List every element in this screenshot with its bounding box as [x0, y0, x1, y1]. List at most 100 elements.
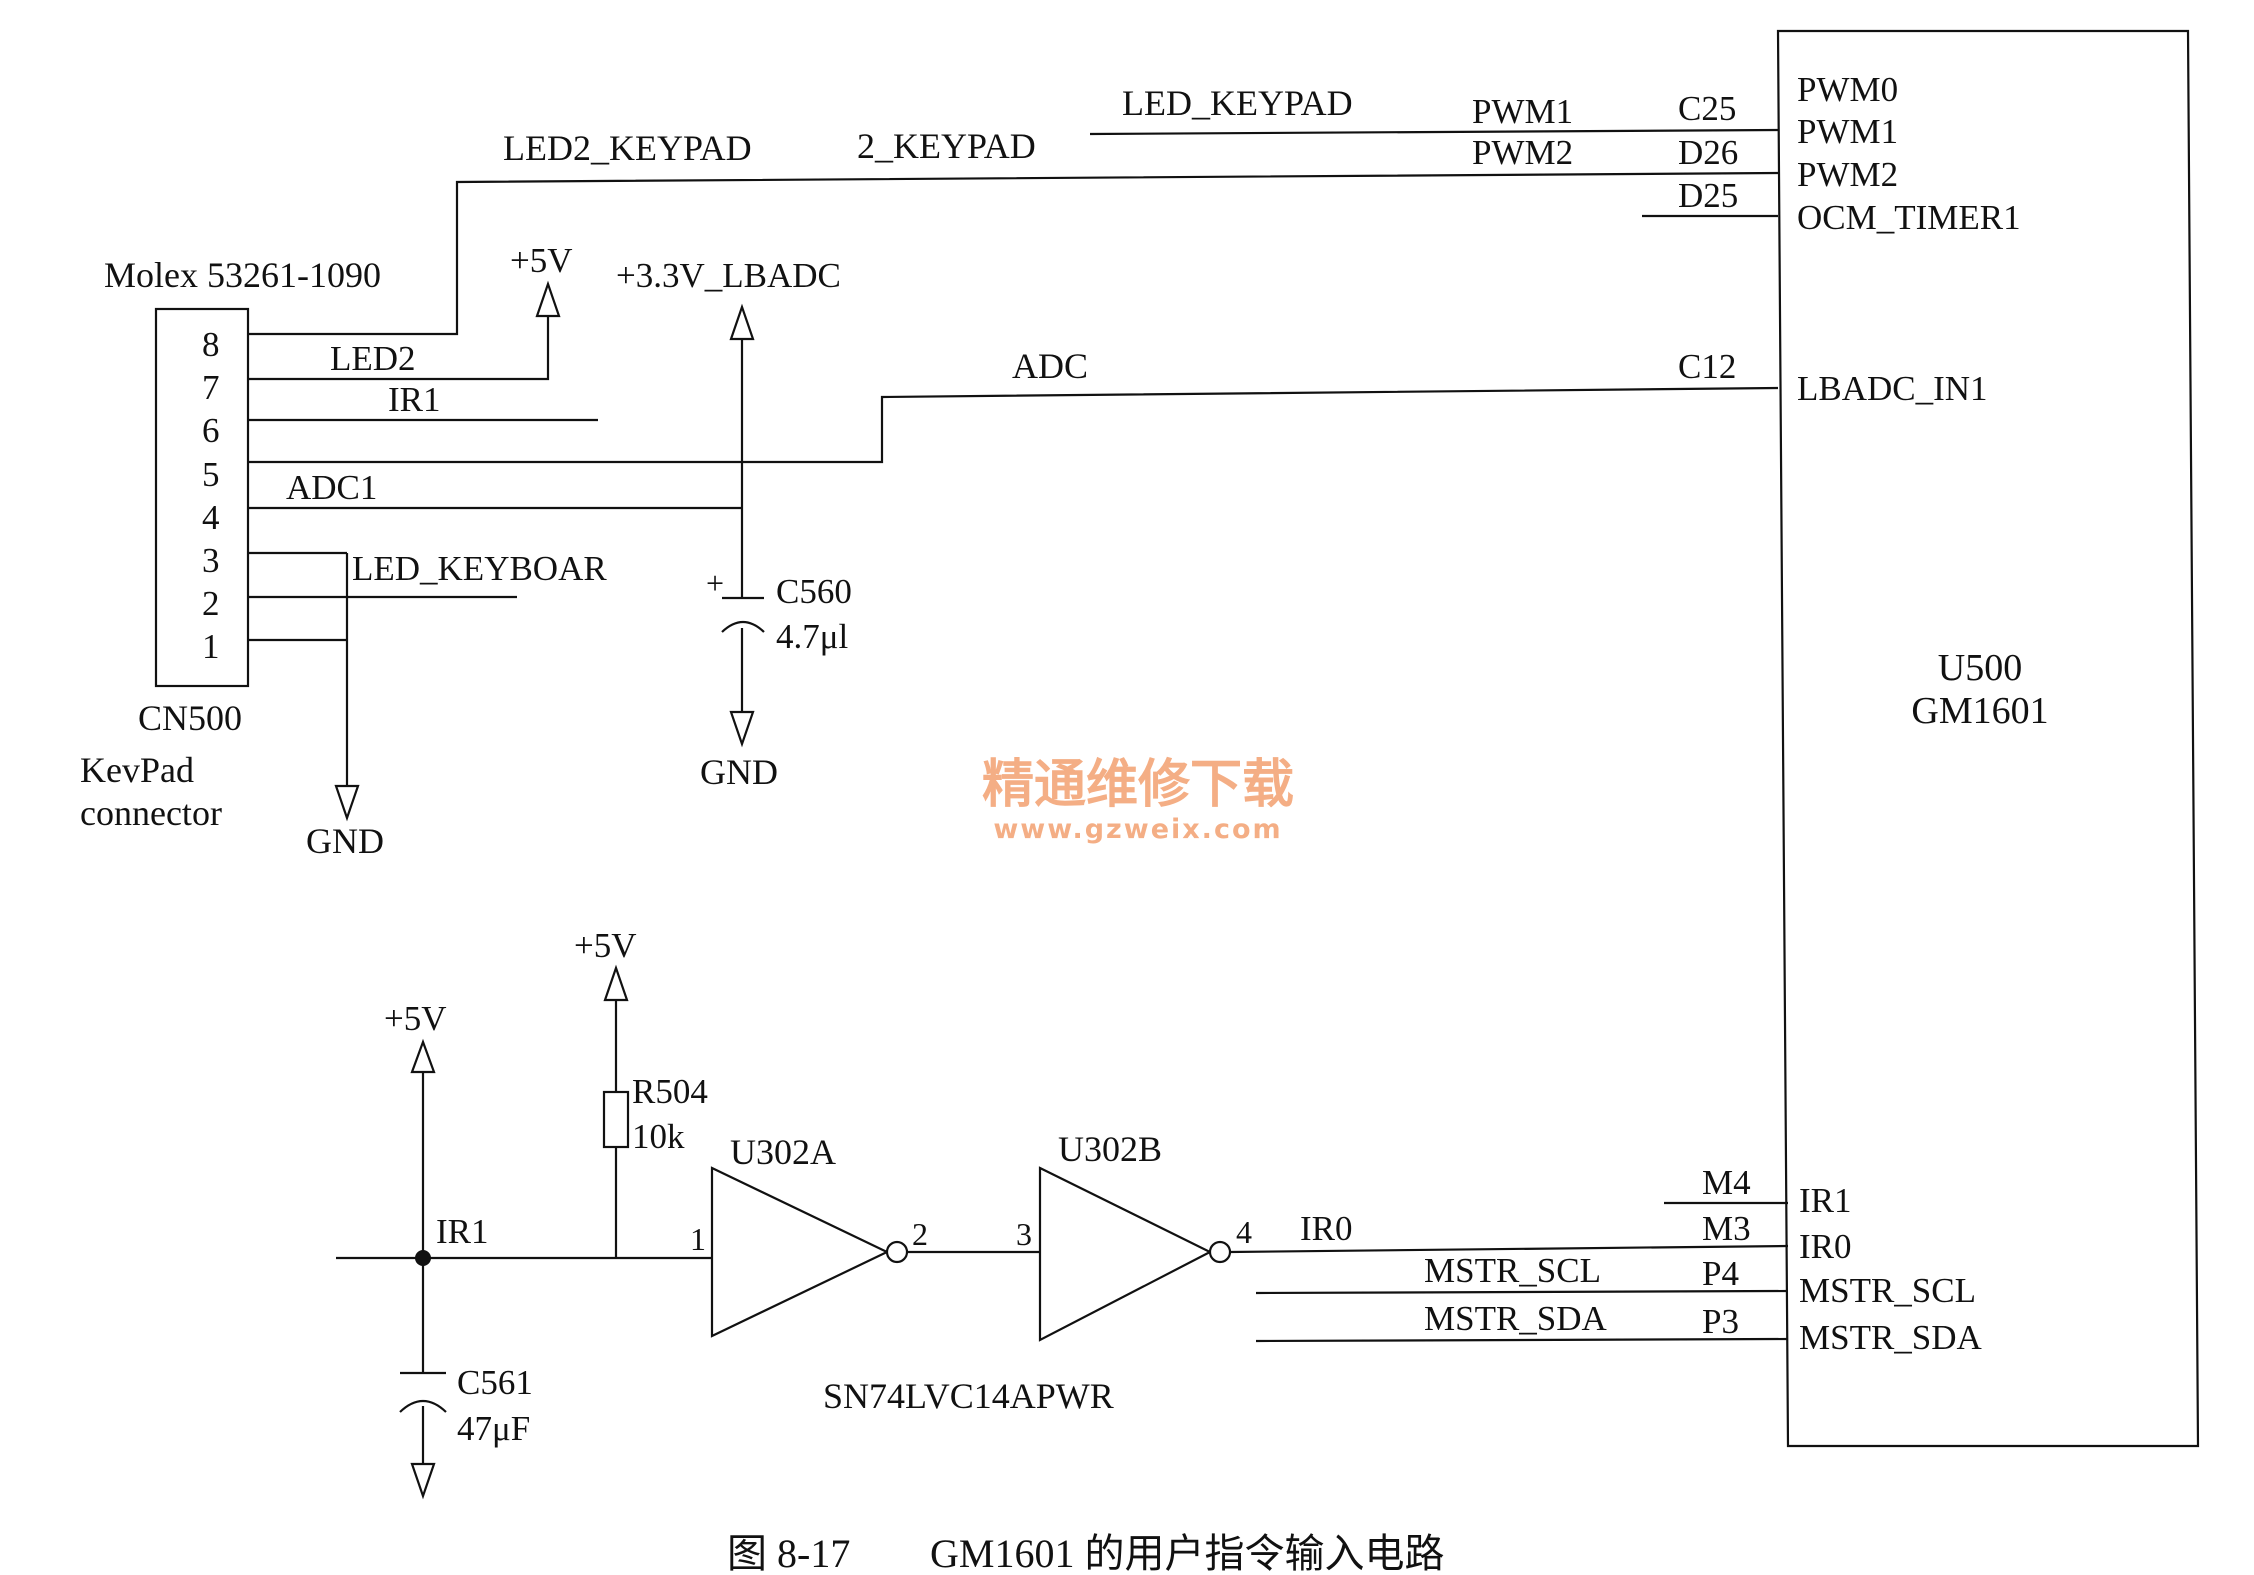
- u302a-pin-2: 2: [912, 1216, 928, 1252]
- net-ir0: IR0: [1300, 1209, 1353, 1248]
- caption-number: 图 8-17: [727, 1531, 850, 1575]
- net-ir1-bottom: IR1: [436, 1212, 489, 1251]
- wire-mstr-scl: [1255, 1289, 1789, 1295]
- gnd-b-arrow-icon: [729, 710, 755, 748]
- ball-m4: M4: [1702, 1163, 1751, 1202]
- gnd-a-label: GND: [306, 821, 384, 861]
- connector-pin-4: 4: [202, 498, 220, 537]
- r504-ref: R504: [632, 1072, 708, 1111]
- ic-pin-lbadc-in1: LBADC_IN1: [1797, 369, 1988, 408]
- u302b-triangle-icon: [1038, 1166, 1213, 1342]
- ball-labels: C25 D26 D25 C12 M4 M3 P4 P3: [1678, 89, 1751, 1341]
- net-2-keypad: 2_KEYPAD: [857, 126, 1036, 166]
- vcc5-b-label: +5V: [574, 926, 637, 965]
- connector-pin-2: 2: [202, 584, 220, 623]
- connector-desc-1: KevPad: [80, 750, 194, 790]
- u302a-triangle-icon: [710, 1166, 890, 1338]
- net-led2-keypad: LED2_KEYPAD: [503, 128, 752, 168]
- connector-cn500: Molex 53261-1090 CN500 KevPad connector …: [80, 255, 381, 833]
- net-pwm1: PWM1: [1472, 92, 1573, 131]
- caption-text: GM1601 的用户指令输入电路: [930, 1531, 1444, 1575]
- gnd-b-label: GND: [700, 752, 778, 792]
- ic-part: GM1601: [1911, 690, 2048, 732]
- net-led-keypad: LED_KEYPAD: [1122, 83, 1353, 123]
- net-mstr-scl: MSTR_SCL: [1424, 1251, 1601, 1290]
- ball-d25: D25: [1678, 176, 1738, 215]
- watermark: 精通维修下载 www.gzweix.com: [982, 755, 1294, 845]
- vcc5-b-arrow-icon: [603, 964, 629, 1002]
- net-mstr-sda: MSTR_SDA: [1424, 1299, 1608, 1338]
- upper-wires: [248, 128, 1779, 786]
- wire-adc: [248, 386, 1779, 464]
- connector-pin-5: 5: [202, 455, 220, 494]
- ic-pin-pwm1: PWM1: [1797, 112, 1898, 151]
- wire-led2: [248, 322, 550, 381]
- r504-value: 10k: [632, 1117, 685, 1156]
- ic-pin-pwm0: PWM0: [1797, 70, 1898, 109]
- u302a-label: U302A: [730, 1132, 836, 1172]
- ball-m3: M3: [1702, 1209, 1751, 1248]
- figure-caption: 图 8-17 GM1601 的用户指令输入电路: [727, 1531, 1444, 1575]
- c561-value: 47μF: [457, 1409, 530, 1448]
- net-led2: LED2: [330, 339, 416, 378]
- u302b-pin-4: 4: [1236, 1214, 1252, 1250]
- wire-led2-keypad: [248, 171, 1779, 336]
- ball-p3: P3: [1702, 1302, 1739, 1341]
- junction-dot: [415, 1250, 431, 1266]
- ic-pin-mstr-scl: MSTR_SCL: [1799, 1271, 1976, 1310]
- connector-body: [154, 307, 250, 688]
- c561-ref: C561: [457, 1363, 533, 1402]
- watermark-url: www.gzweix.com: [993, 814, 1282, 845]
- inverter-part-label: SN74LVC14APWR: [823, 1376, 1114, 1416]
- net-ir1-connector: IR1: [388, 380, 441, 419]
- ball-c12: C12: [1678, 347, 1736, 386]
- vcc5-c-label: +5V: [384, 999, 447, 1038]
- u302a-bubble-icon: [885, 1240, 909, 1264]
- connector-pin-6: 6: [202, 411, 220, 450]
- inverter-u302b: U302B 3 4: [1016, 1129, 1252, 1342]
- net-adc1: ADC1: [286, 468, 377, 507]
- c560-ref: C560: [776, 572, 852, 611]
- watermark-cn: 精通维修下载: [982, 755, 1294, 815]
- ic-pin-mstr-sda: MSTR_SDA: [1799, 1318, 1983, 1357]
- connector-pin-3: 3: [202, 541, 220, 580]
- vcc5-c-arrow-icon: [410, 1038, 436, 1074]
- u302b-bubble-icon: [1208, 1240, 1232, 1264]
- gnd-c-arrow-icon: [410, 1462, 436, 1500]
- inverter-u302a: U302A 1 2: [690, 1132, 928, 1338]
- capacitor-c561: C561 47μF: [399, 1363, 533, 1448]
- ic-u500: U500 GM1601 PWM0 PWM1 PWM2 OCM_TIMER1 LB…: [1776, 29, 2200, 1448]
- vcc33-arrow-icon: [729, 303, 755, 341]
- net-led-keyboar: LED_KEYBOAR: [352, 549, 607, 588]
- wire-led-keypad: [1089, 128, 1779, 136]
- u302b-pin-3: 3: [1016, 1216, 1032, 1252]
- vcc33-label: +3.3V_LBADC: [616, 256, 841, 295]
- ball-d26: D26: [1678, 133, 1738, 172]
- ic-pin-ocm-timer1: OCM_TIMER1: [1797, 198, 2021, 237]
- net-pwm2: PWM2: [1472, 133, 1573, 172]
- gnd-a-arrow-icon: [334, 784, 360, 822]
- capacitor-c560: + C560 4.7μl: [706, 565, 852, 656]
- c560-plus: +: [706, 565, 724, 601]
- connector-pin-8: 8: [202, 325, 220, 364]
- connector-pin-7: 7: [202, 368, 220, 407]
- vcc5-a-label: +5V: [510, 241, 573, 280]
- net-labels-upper: LED_KEYPAD LED2_KEYPAD 2_KEYPAD PWM1 PWM…: [286, 83, 1573, 588]
- vcc5-a-arrow-icon: [535, 280, 561, 318]
- power-symbols-lower: +5V +5V: [384, 926, 637, 1500]
- ic-pin-ir1: IR1: [1799, 1181, 1852, 1220]
- u302a-pin-1: 1: [690, 1221, 706, 1257]
- connector-pin-1: 1: [202, 627, 220, 666]
- lower-wires: [336, 1000, 1789, 1464]
- wire-ir0: [1229, 1244, 1789, 1254]
- ball-c25: C25: [1678, 89, 1736, 128]
- net-labels-lower: IR1 IR0 MSTR_SCL MSTR_SDA: [436, 1209, 1608, 1338]
- u302b-label: U302B: [1058, 1129, 1162, 1169]
- connector-part-label: Molex 53261-1090: [104, 255, 381, 295]
- c560-value: 4.7μl: [776, 617, 849, 656]
- connector-desc-2: connector: [80, 793, 222, 833]
- ball-p4: P4: [1702, 1254, 1739, 1293]
- ic-pin-ir0: IR0: [1799, 1227, 1852, 1266]
- power-symbols-upper: +5V +3.3V_LBADC GND GND: [306, 241, 841, 861]
